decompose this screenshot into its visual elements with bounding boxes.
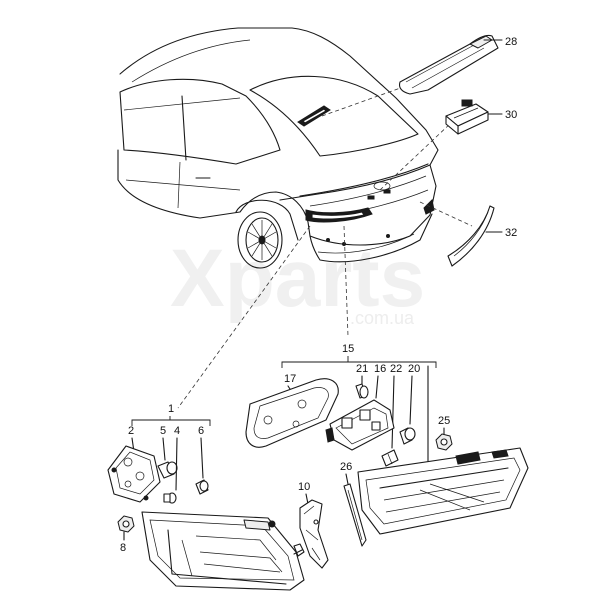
callout-2: 2 bbox=[128, 425, 134, 437]
callout-25: 25 bbox=[438, 415, 450, 427]
part-2-bulb-holder bbox=[107, 445, 161, 503]
callout-15: 15 bbox=[342, 343, 354, 355]
part-17-seal bbox=[245, 378, 339, 448]
part-8-nut bbox=[117, 515, 135, 533]
group-15-inner-tail-light: 15 17 21 16 22 bbox=[245, 343, 529, 547]
callout-5: 5 bbox=[160, 425, 166, 437]
watermark-domain: .com.ua bbox=[350, 308, 415, 328]
callout-22: 22 bbox=[390, 363, 402, 375]
part-28-high-brake-light: 28 bbox=[398, 34, 517, 95]
inner-tail-light-housing bbox=[357, 447, 529, 535]
part-5-bulb bbox=[157, 461, 178, 479]
part-30-plate-light: 30 bbox=[445, 99, 517, 135]
callout-28: 28 bbox=[505, 36, 517, 48]
callout-1: 1 bbox=[168, 403, 174, 415]
callout-26: 26 bbox=[340, 461, 352, 473]
part-25-nut bbox=[435, 433, 453, 451]
part-20-bulb bbox=[399, 427, 416, 445]
callout-21: 21 bbox=[356, 363, 368, 375]
callout-16: 16 bbox=[374, 363, 386, 375]
part-4-bulb bbox=[163, 492, 177, 504]
car-body bbox=[117, 27, 439, 269]
part-6-bulb bbox=[195, 479, 209, 495]
part-10-bracket: 10 bbox=[293, 481, 329, 569]
callout-32: 32 bbox=[505, 227, 517, 239]
callout-6: 6 bbox=[198, 425, 204, 437]
part-26-seal-strip bbox=[343, 483, 367, 547]
part-16-bulb-holder bbox=[325, 399, 395, 451]
rear-wheel bbox=[235, 199, 299, 269]
callout-4: 4 bbox=[174, 425, 180, 437]
watermark: Xparts .com.ua bbox=[170, 233, 425, 328]
leader-lines bbox=[177, 85, 473, 409]
group-1-outer-tail-light: 1 2 5 4 6 bbox=[107, 403, 305, 591]
callout-17: 17 bbox=[284, 373, 296, 385]
callout-30: 30 bbox=[505, 109, 517, 121]
part-21-bulb bbox=[355, 383, 369, 399]
watermark-brand: Xparts bbox=[170, 233, 425, 324]
part-22-bulb bbox=[381, 449, 399, 467]
callout-8: 8 bbox=[120, 542, 126, 554]
callout-10: 10 bbox=[298, 481, 310, 493]
callout-20: 20 bbox=[408, 363, 420, 375]
outer-tail-light-housing bbox=[141, 511, 305, 591]
part-32-reflector: 32 bbox=[447, 205, 517, 267]
